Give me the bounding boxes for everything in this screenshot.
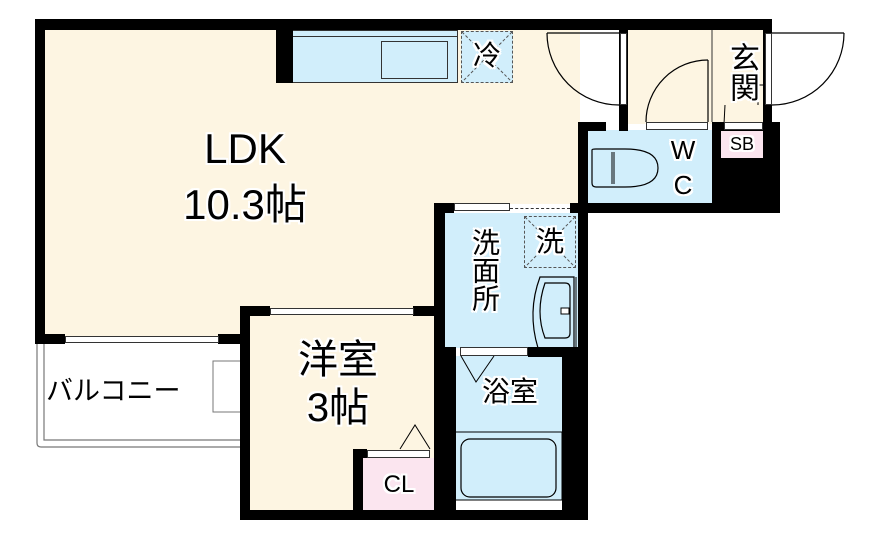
wall-top-kitchen <box>292 19 772 30</box>
shoe-box <box>721 131 763 158</box>
wc-door[interactable] <box>646 122 708 130</box>
washing-machine-label: 洗 <box>535 226 564 257</box>
entrance-door-jamb[interactable] <box>765 33 772 105</box>
wall-ldk-bottom-left <box>35 334 65 344</box>
wall-ldk-right <box>434 203 445 520</box>
kitchen-counter <box>292 30 458 83</box>
ldk-door-jamb[interactable] <box>620 33 627 105</box>
washroom-label: 洗面所 <box>469 228 500 312</box>
wall-western-top-left <box>240 306 270 316</box>
washroom-door[interactable] <box>454 203 510 211</box>
toilet-label-w: W <box>670 135 696 165</box>
closet-label: CL <box>383 471 415 498</box>
shoe-box-label: SB <box>729 134 754 154</box>
bathroom-label: 浴室 <box>481 376 538 407</box>
wall-kitchen-end <box>276 29 293 83</box>
western-room-size-label: 3帖 <box>306 386 370 430</box>
wall-left <box>35 19 45 344</box>
balcony-window[interactable] <box>65 336 219 343</box>
wall-wc-left <box>578 122 588 213</box>
wall-bath-top-right <box>528 347 578 357</box>
wall-closet-top <box>353 449 367 458</box>
wall-wc-bottom <box>578 203 780 213</box>
wall-western-left <box>240 306 250 520</box>
wall-washroom-top-left <box>434 203 454 213</box>
western-room-label: 洋室 <box>298 338 378 382</box>
wall-wc-top-left <box>578 122 606 131</box>
entrance-label: 玄関 <box>725 42 758 102</box>
western-room-window[interactable] <box>270 308 414 315</box>
ldk-size-label: 10.3帖 <box>183 181 307 228</box>
closet-floor <box>362 458 435 510</box>
washroom-sliding-track <box>510 208 570 211</box>
hall-floor <box>628 29 768 124</box>
wall-bottom <box>240 510 588 520</box>
wall-bath-right <box>562 347 579 510</box>
bathroom-door[interactable] <box>460 347 528 356</box>
wall-western-top-right <box>413 306 443 316</box>
wall-ldk-bottom-right <box>218 334 250 344</box>
kitchen-counter-edge <box>292 36 458 37</box>
closet-door[interactable] <box>367 450 430 458</box>
wall-top <box>35 19 332 30</box>
balcony-label: バルコニー <box>46 376 181 406</box>
ldk-label: LDK <box>204 125 286 172</box>
wall-bath-left <box>445 347 456 510</box>
washing-machine-space <box>524 216 576 268</box>
shoe-box-door[interactable] <box>724 122 763 130</box>
kitchen-sink <box>381 41 448 79</box>
refrigerator-label: 冷 <box>472 40 501 71</box>
wall-closet-left <box>353 449 363 520</box>
toilet-label-c: C <box>673 170 693 200</box>
wall-washroom-right <box>578 203 588 520</box>
